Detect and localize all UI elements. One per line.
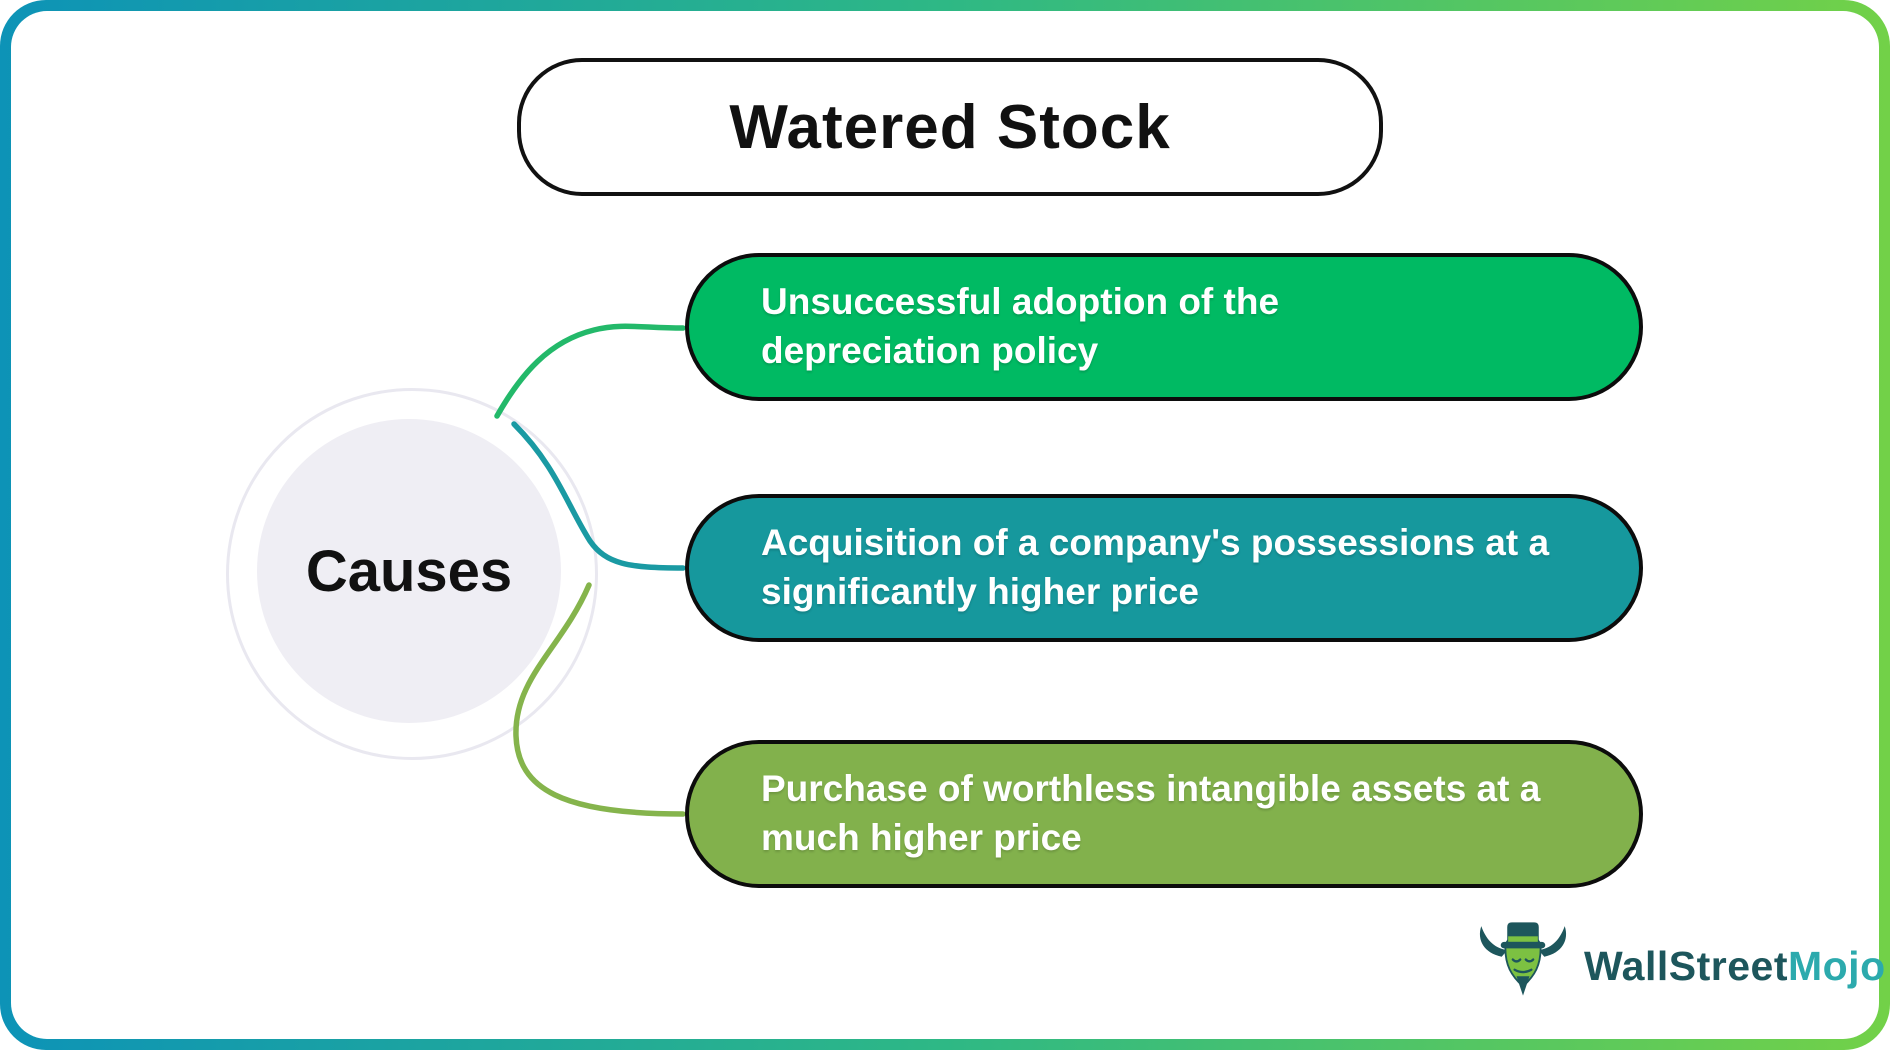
diagram-title: Watered Stock [729,92,1171,162]
cause-text: Acquisition of a company's possessions a… [761,522,1550,612]
causes-hub-label: Causes [305,538,513,604]
causes-hub-circle: Causes [257,419,561,723]
brand-wordmark-secondary: Mojo [1787,942,1886,989]
brand-wordmark-primary: WallStreet [1584,942,1788,989]
cause-box-intangible-assets: Purchase of worthless intangible assets … [685,740,1643,888]
cause-text: Purchase of worthless intangible assets … [761,768,1541,858]
brand-wordmark: WallStreetMojo [1584,943,1886,990]
bull-with-top-hat-icon [1479,922,1567,996]
cause-box-depreciation-policy: Unsuccessful adoption of the depreciatio… [685,253,1643,401]
cause-text: Unsuccessful adoption of the depreciatio… [761,281,1280,371]
cause-box-acquisition-possessions: Acquisition of a company's possessions a… [685,494,1643,642]
causes-hub-ring [226,388,598,760]
diagram-title-pill: Watered Stock [517,58,1383,196]
brand-logo: WallStreetMojo [1472,918,1886,1014]
